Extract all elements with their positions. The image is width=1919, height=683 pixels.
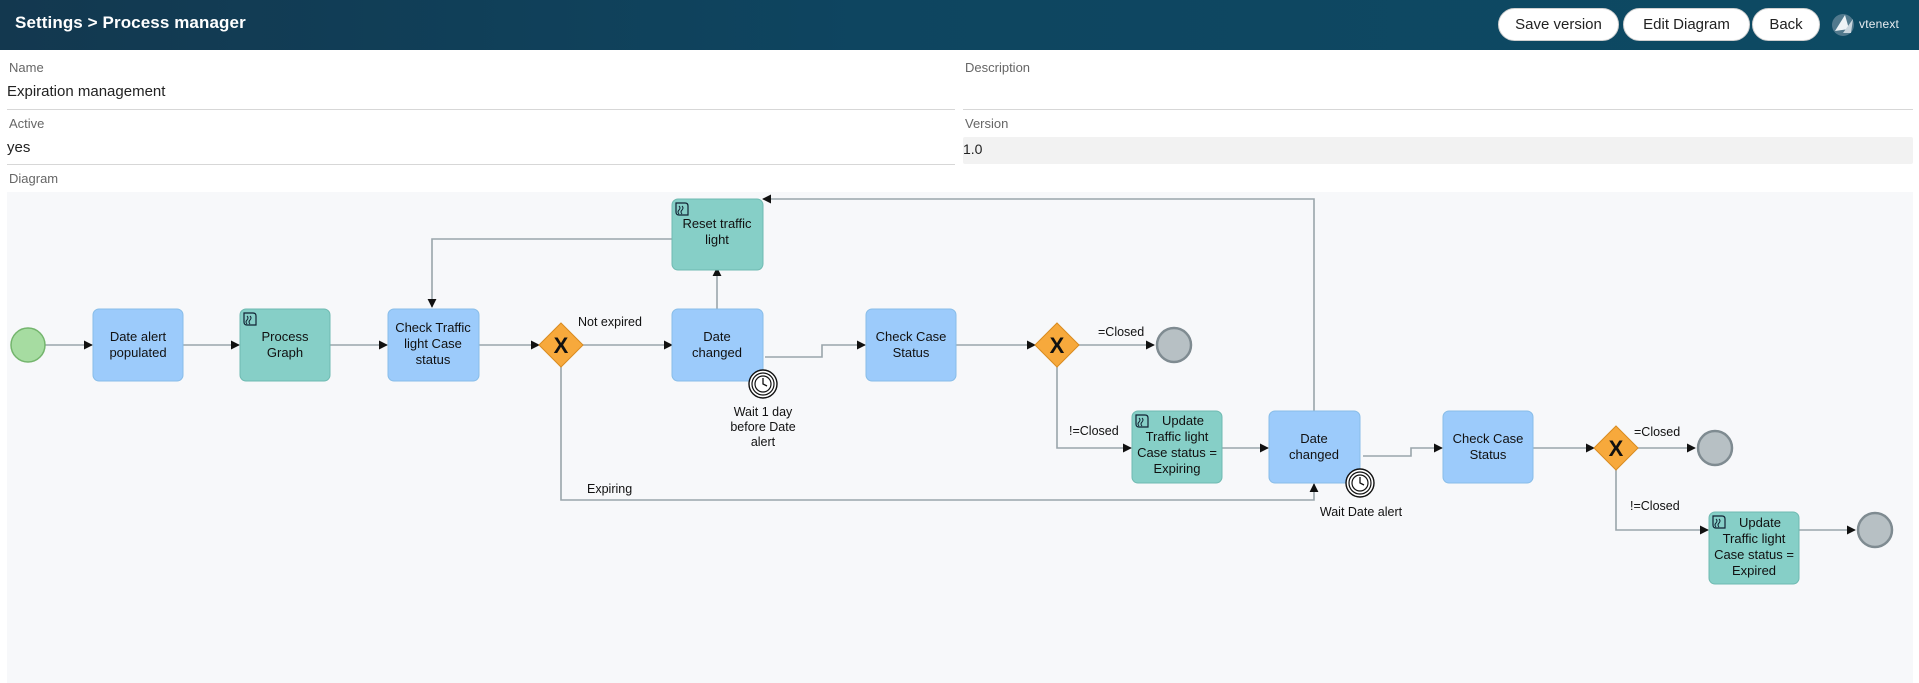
save-version-button[interactable]: Save version <box>1498 8 1619 41</box>
task-label-line: Date <box>1300 431 1327 446</box>
task-label-line: Status <box>1470 447 1507 462</box>
task-date-changed-1[interactable]: Date changed <box>671 308 764 382</box>
task-label-line: Case status = <box>1714 547 1794 562</box>
task-label-line: Expired <box>1732 563 1776 578</box>
timer-label-line: Wait 1 day <box>734 405 793 419</box>
logo-text: vtenext <box>1859 17 1900 31</box>
clock-icon <box>754 375 772 393</box>
logo-icon <box>1832 14 1854 36</box>
task-label-line: Traffic light <box>1723 531 1786 546</box>
task-label-line: Process <box>262 329 309 344</box>
flow-timer2-t9 <box>1363 443 1443 457</box>
description-label: Description <box>965 60 1031 75</box>
start-event[interactable] <box>10 327 46 363</box>
end-event-1[interactable] <box>1155 326 1193 364</box>
task-label-line: Update <box>1739 515 1781 530</box>
back-button[interactable]: Back <box>1752 8 1820 41</box>
gateway-case-status-1[interactable]: X <box>1034 322 1080 368</box>
task-label-line: Update <box>1162 413 1204 428</box>
timer-event-wait-date-alert[interactable] <box>1345 468 1375 498</box>
script-task-reset-traffic-light[interactable]: Reset traffic light <box>671 198 764 271</box>
end-event-2[interactable] <box>1696 429 1734 467</box>
description-divider <box>963 109 1913 110</box>
breadcrumb: Settings > Process manager <box>15 13 246 32</box>
timer-label-line: Wait Date alert <box>1320 505 1403 519</box>
active-divider <box>7 164 955 165</box>
task-label-line: Traffic light <box>1146 429 1209 444</box>
task-label-line: Check Traffic <box>395 320 471 335</box>
label-closed-1: =Closed <box>1098 325 1144 339</box>
gateway-x-icon: X <box>1050 333 1065 358</box>
label-not-closed-1: !=Closed <box>1069 424 1119 438</box>
label-expiring: Expiring <box>587 482 632 496</box>
task-label-line: Date alert <box>110 329 167 344</box>
version-field <box>963 137 1913 164</box>
header-bar: Settings > Process manager Save version … <box>0 0 1919 50</box>
task-label-line: changed <box>692 345 742 360</box>
task-label-line: Expiring <box>1154 461 1201 476</box>
task-label-line: Check Case <box>876 329 947 344</box>
version-value: 1.0 <box>963 141 983 157</box>
gateway-expiration-check[interactable]: X <box>538 322 584 368</box>
label-not-closed-2: !=Closed <box>1630 499 1680 513</box>
active-value: yes <box>7 139 31 156</box>
script-task-update-expiring[interactable]: Update Traffic light Case status = Expir… <box>1131 410 1223 484</box>
label-not-expired: Not expired <box>578 315 642 329</box>
flow-t4-t3 <box>427 238 672 308</box>
diagram-canvas[interactable]: Not expired =Closed !=Closed =Closed !=C… <box>7 192 1913 683</box>
name-label: Name <box>9 60 44 75</box>
task-check-case-status-1[interactable]: Check Case Status <box>865 308 957 382</box>
flow-g2-t7 <box>1056 367 1132 453</box>
task-label-line: populated <box>109 345 166 360</box>
task-label-line: light Case <box>404 336 462 351</box>
vtenext-logo: vtenext <box>1829 9 1919 41</box>
task-label-line: Case status = <box>1137 445 1217 460</box>
task-check-case-status-2[interactable]: Check Case Status <box>1442 410 1534 484</box>
name-value: Expiration management <box>7 83 166 100</box>
active-label: Active <box>9 116 45 131</box>
end-event-3[interactable] <box>1856 511 1894 549</box>
label-closed-2: =Closed <box>1634 425 1680 439</box>
diagram-label: Diagram <box>9 171 59 186</box>
flow-t8-t4 <box>762 194 1315 418</box>
flow-g1-t8 <box>560 367 1319 501</box>
task-label-line: light <box>705 232 729 247</box>
task-label-line: Status <box>893 345 930 360</box>
gateway-x-icon: X <box>554 333 569 358</box>
task-label-line: Reset traffic <box>682 216 752 231</box>
task-label-line: Date <box>703 329 730 344</box>
timer-label-line: before Date <box>730 420 795 434</box>
edit-diagram-button[interactable]: Edit Diagram <box>1623 8 1750 41</box>
task-label-line: Check Case <box>1453 431 1524 446</box>
flow-g3-t10 <box>1615 470 1709 535</box>
sequence-flows <box>45 194 1856 535</box>
gateway-case-status-2[interactable]: X <box>1593 425 1639 471</box>
task-label-line: status <box>416 352 451 367</box>
timer-event-wait-1-day[interactable] <box>748 369 778 399</box>
task-label-line: Graph <box>267 345 303 360</box>
gateway-x-icon: X <box>1609 436 1624 461</box>
task-date-changed-2[interactable]: Date changed <box>1268 410 1361 484</box>
clock-icon <box>1351 474 1369 492</box>
task-check-traffic-light[interactable]: Check Traffic light Case status <box>387 308 480 382</box>
name-divider <box>7 109 955 110</box>
script-task-update-expired[interactable]: Update Traffic light Case status = Expir… <box>1708 511 1800 585</box>
task-date-alert-populated[interactable]: Date alert populated <box>92 308 184 382</box>
timer-label-line: alert <box>751 435 776 449</box>
flow-timer1-t6 <box>765 340 866 358</box>
version-label: Version <box>965 116 1009 131</box>
process-diagram: Not expired =Closed !=Closed =Closed !=C… <box>10 194 1894 585</box>
task-label-line: changed <box>1289 447 1339 462</box>
script-task-process-graph[interactable]: Process Graph <box>239 308 331 382</box>
